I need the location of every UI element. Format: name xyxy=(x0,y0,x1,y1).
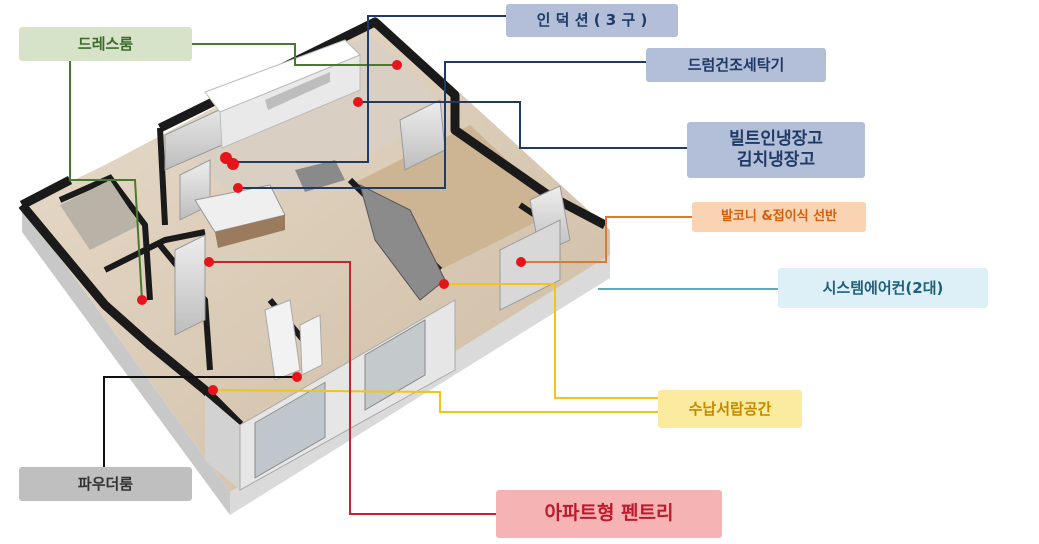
label-induction: 인 덕 션 ( 3 구 ) xyxy=(506,4,678,37)
leader-storage-lower xyxy=(212,389,658,413)
label-dryer-washer: 드럼건조세탁기 xyxy=(646,48,826,82)
marker-dot xyxy=(516,257,526,267)
label-powder-room: 파우더룸 xyxy=(19,467,192,501)
label-balcony: 발코니 &접이식 선반 xyxy=(692,202,866,232)
leader-induction xyxy=(230,15,506,163)
marker-dot xyxy=(227,158,239,170)
label-pantry: 아파트형 펜트리 xyxy=(496,490,722,538)
marker-dot xyxy=(137,295,147,305)
label-fridge: 빌트인냉장고 김치냉장고 xyxy=(687,122,865,178)
marker-dots xyxy=(137,60,526,395)
marker-dot xyxy=(292,372,302,382)
leader-storage xyxy=(444,283,658,399)
kitchen-counter xyxy=(194,39,361,248)
marker-dot xyxy=(233,183,243,193)
marker-dot xyxy=(204,257,214,267)
stone-partition xyxy=(359,184,446,301)
leader-dressroom-lower xyxy=(69,61,143,301)
leader-lines xyxy=(69,15,778,515)
leader-powder xyxy=(103,376,297,467)
leader-balcony xyxy=(521,216,692,263)
leader-pantry xyxy=(209,261,496,515)
label-dressroom: 드레스룸 xyxy=(19,27,192,61)
front-windows xyxy=(205,219,561,491)
leader-fridge xyxy=(358,101,687,149)
bathroom-floor xyxy=(60,180,140,250)
leader-dryer xyxy=(238,61,646,189)
storage-cabinets xyxy=(264,299,323,381)
label-aircon: 시스템에어컨(2대) xyxy=(778,268,988,308)
marker-dot xyxy=(353,97,363,107)
marker-dot xyxy=(439,279,449,289)
leader-dressroom xyxy=(192,43,397,66)
marker-dot xyxy=(208,385,218,395)
label-storage: 수납서랍공간 xyxy=(658,390,802,428)
marker-dot xyxy=(392,60,402,70)
